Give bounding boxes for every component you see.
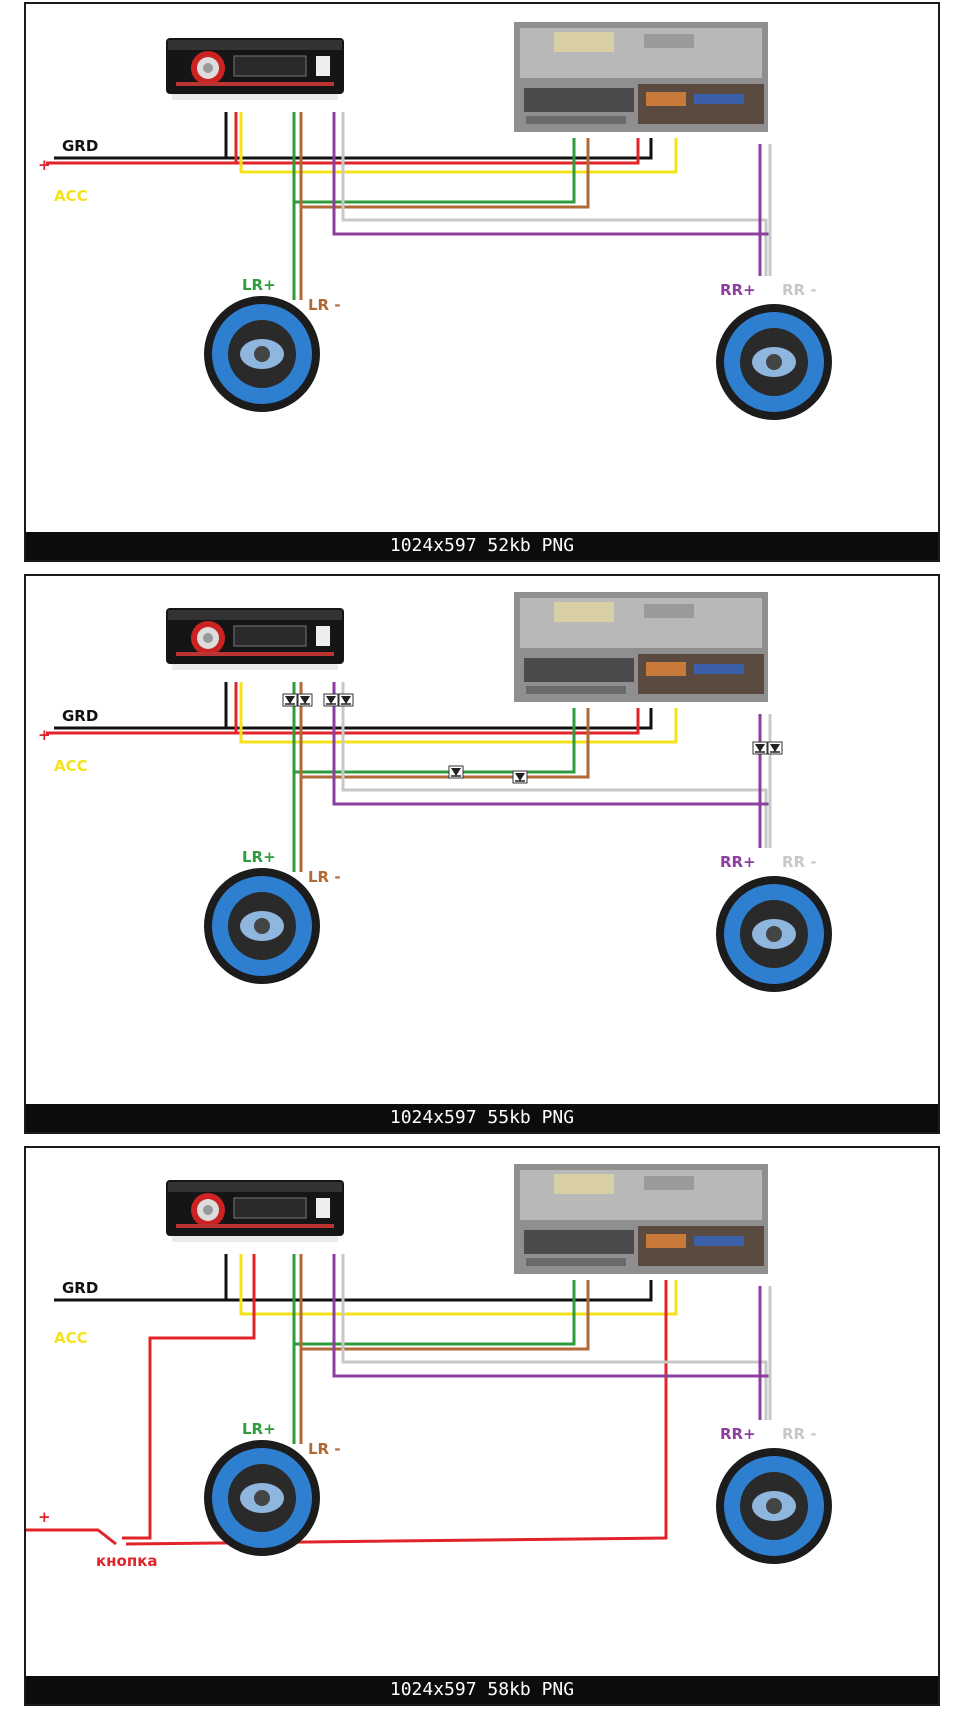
acc-label: ACC — [54, 187, 88, 205]
plus-label: + — [38, 156, 51, 174]
amp-power-wire — [125, 1280, 668, 1546]
diode-group — [282, 693, 783, 784]
left-rear-speaker-image — [204, 868, 320, 984]
acc-label: ACC — [54, 757, 88, 775]
image-caption: 1024x597 58kb PNG — [26, 1676, 938, 1704]
image-caption: 1024x597 55kb PNG — [26, 1104, 938, 1132]
lr-plus-branch-wire — [294, 1280, 576, 1346]
rr-minus-label: RR - — [782, 853, 817, 871]
acc-label: ACC — [54, 1329, 88, 1347]
wiring-panel-1: GRD + ACC LR+ LR - RR+ RR - 1024x597 52k… — [24, 2, 940, 562]
ground-wire — [54, 1280, 653, 1302]
rr-plus-wire — [332, 1254, 772, 1420]
rr-minus-wire — [341, 682, 768, 848]
rr-minus-label: RR - — [782, 1425, 817, 1443]
diode-icon — [448, 765, 464, 779]
diode-icon — [767, 741, 783, 755]
left-rear-speaker-image — [204, 296, 320, 412]
rr-minus-label: RR - — [782, 281, 817, 299]
lr-minus-label: LR - — [308, 1440, 341, 1458]
button-label: кнопка — [96, 1552, 158, 1570]
lr-plus-label: LR+ — [242, 848, 276, 866]
lr-plus-branch-wire — [294, 138, 576, 204]
lr-minus-branch-wire — [301, 1280, 590, 1351]
lr-minus-branch-wire — [301, 708, 590, 779]
wiring-panel-2: GRD + ACC LR+ LR - RR+ RR - 1024x597 55k… — [24, 574, 940, 1134]
acc-wire — [239, 112, 678, 174]
rr-minus-wire — [341, 112, 768, 276]
right-rear-speaker-image — [716, 876, 832, 992]
diode-icon — [282, 693, 298, 707]
grd-label: GRD — [62, 137, 98, 155]
power-wire — [46, 708, 640, 735]
rr-plus-wire — [332, 112, 772, 276]
ground-wire — [54, 708, 653, 730]
wire-bundle — [46, 112, 772, 300]
head-unit-image — [165, 1179, 345, 1243]
head-unit-image — [165, 37, 345, 101]
radio-power-wire — [122, 1254, 256, 1540]
right-rear-speaker-image — [716, 1448, 832, 1564]
rr-plus-wire — [332, 682, 772, 848]
power-wire — [46, 138, 640, 165]
lr-plus-label: LR+ — [242, 276, 276, 294]
diode-icon — [323, 693, 339, 707]
rr-plus-label: RR+ — [720, 281, 756, 299]
grd-label: GRD — [62, 707, 98, 725]
diode-icon — [512, 770, 528, 784]
lr-minus-branch-wire — [301, 138, 590, 209]
plus-label: + — [38, 1508, 51, 1526]
plus-label: + — [38, 726, 51, 744]
image-caption: 1024x597 52kb PNG — [26, 532, 938, 560]
diode-icon — [338, 693, 354, 707]
lr-minus-label: LR - — [308, 296, 341, 314]
rr-plus-label: RR+ — [720, 853, 756, 871]
battery-plus-wire — [26, 1528, 117, 1546]
grd-label: GRD — [62, 1279, 98, 1297]
right-rear-speaker-image — [716, 304, 832, 420]
amplifier-image — [514, 592, 768, 702]
left-rear-speaker-image — [204, 1440, 320, 1556]
wiring-panel-3: GRD ACC + кнопка LR+ LR - RR+ RR - 1024x… — [24, 1146, 940, 1706]
lr-minus-label: LR - — [308, 868, 341, 886]
amplifier-image — [514, 22, 768, 132]
head-unit-image — [165, 607, 345, 671]
lr-plus-label: LR+ — [242, 1420, 276, 1438]
wire-bundle — [26, 1254, 772, 1546]
wire-bundle — [46, 682, 772, 872]
ground-wire — [54, 138, 653, 160]
rr-plus-label: RR+ — [720, 1425, 756, 1443]
acc-wire — [239, 682, 678, 744]
amplifier-image — [514, 1164, 768, 1274]
diode-icon — [297, 693, 313, 707]
diode-icon — [752, 741, 768, 755]
lr-plus-branch-wire — [294, 708, 576, 774]
acc-wire — [239, 1254, 678, 1316]
rr-minus-wire — [341, 1254, 768, 1420]
